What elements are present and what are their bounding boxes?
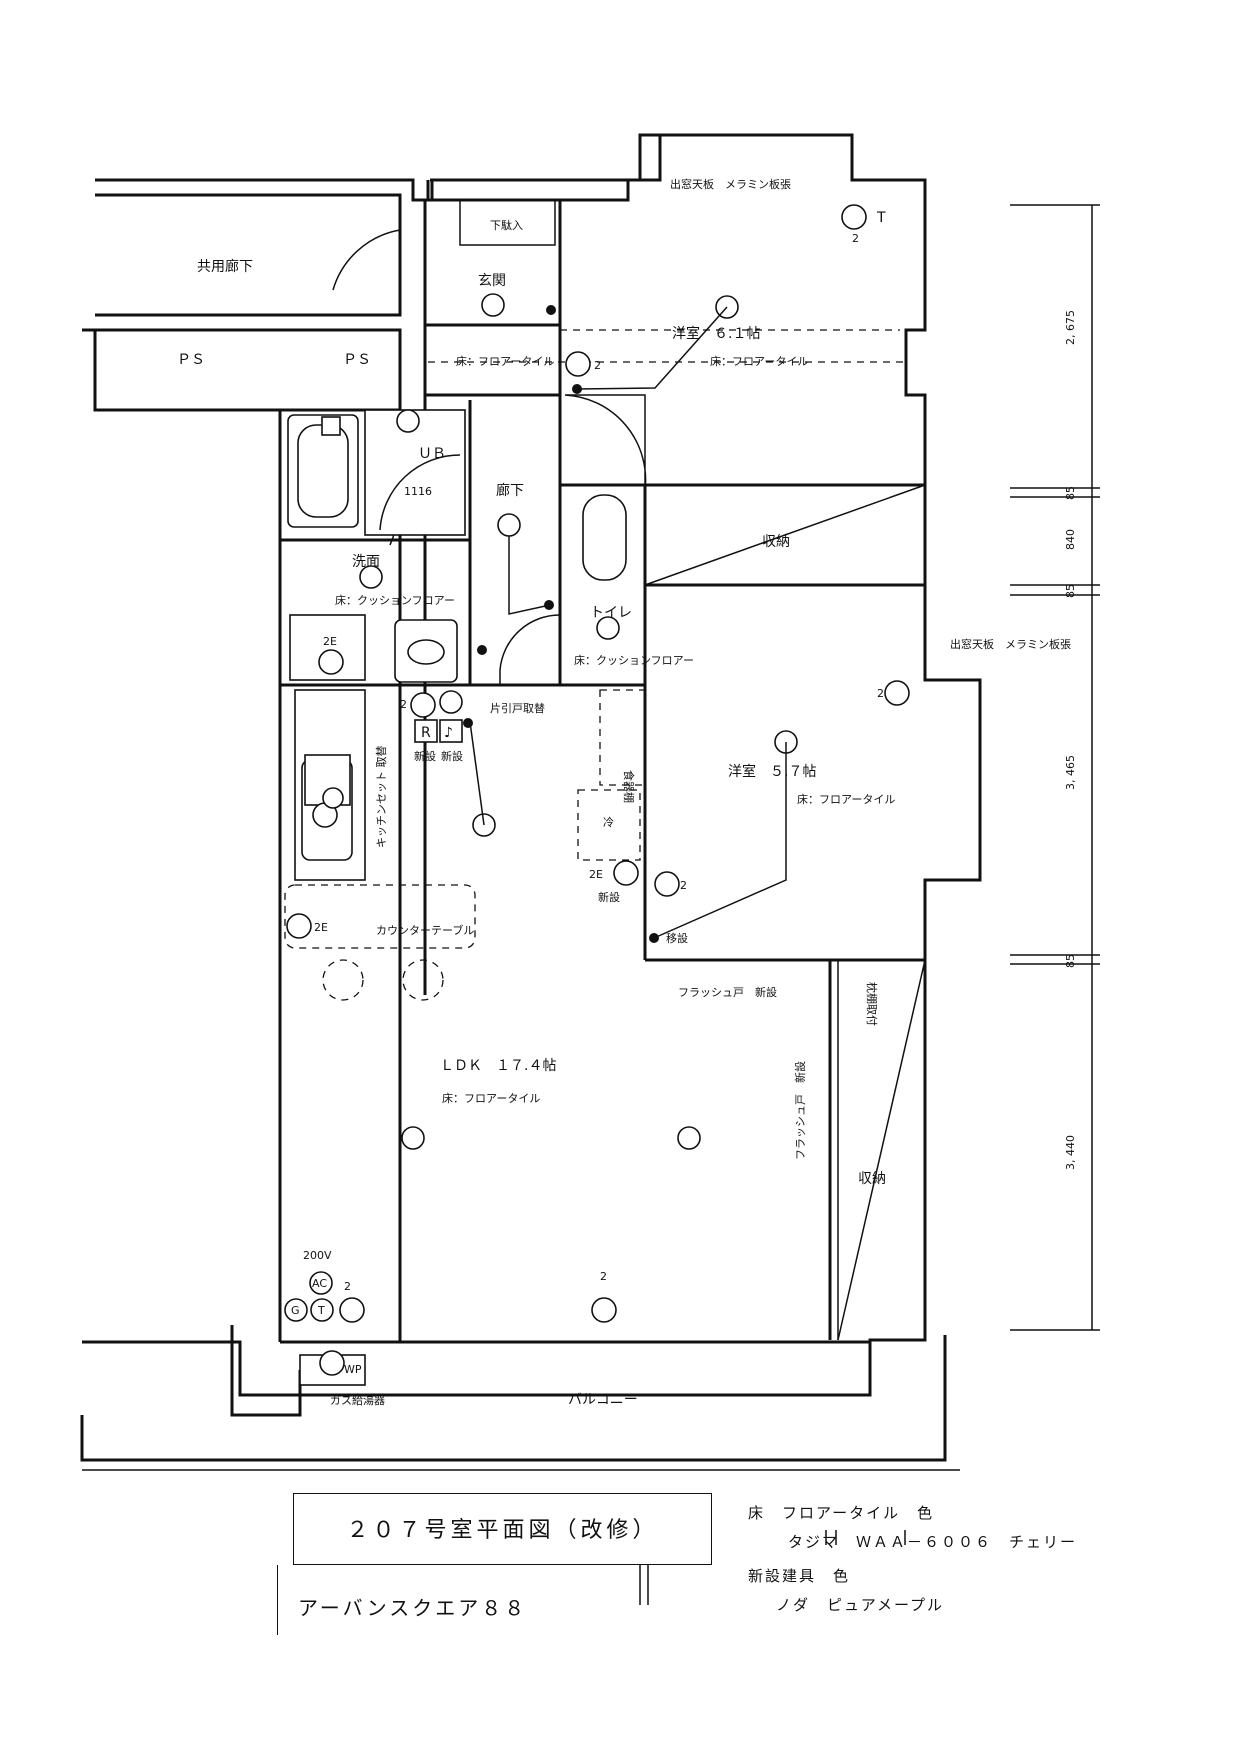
label-shuno2: 収納 xyxy=(858,1171,886,1187)
eq-note: ♪ xyxy=(444,725,453,741)
eq-wp: WP xyxy=(344,1363,362,1376)
equipment-labels: 2 T 2 2 R ♪ 新設 新設 2E 2 2E 新設 2 移設 2E 200… xyxy=(284,210,886,1376)
spec-floor-label: 床 フロアータイル 色 xyxy=(748,1504,935,1522)
room-labels: 共用廊下 ＰＳ ＰＳ 下駄入 玄関 洋室 ６.１帖 床：フロアータイル 床：フロ… xyxy=(177,177,1071,1408)
label-ldk: ＬＤＫ １７.４帖 xyxy=(440,1058,556,1074)
label-ub: ＵＢ xyxy=(418,446,446,462)
label-shuno1: 収納 xyxy=(762,534,790,550)
eq-r: R xyxy=(421,725,431,741)
dim-7: 3, 440 xyxy=(1064,1135,1077,1170)
label-genkan: 玄関 xyxy=(478,272,506,289)
plan-title: ２０７号室平面図（改修） xyxy=(346,1518,659,1543)
label-makura: 枕棚取付 xyxy=(865,982,879,1026)
eq-2-c: 2 xyxy=(400,698,407,711)
title-box: ２０７号室平面図（改修） xyxy=(293,1493,712,1565)
label-flush2: フラッシュ戸 新設 xyxy=(793,1061,807,1160)
eq-2-b: 2 xyxy=(594,359,601,372)
label-youshitsu1: 洋室 ６.１帖 xyxy=(672,325,760,342)
label-katabiki: 片引戸取替 xyxy=(490,701,545,715)
dim-2: 85 xyxy=(1064,486,1077,500)
dim-1: 2, 675 xyxy=(1064,310,1077,345)
dim-6: 85 xyxy=(1064,954,1077,968)
eq-2e-b: 2E xyxy=(589,868,603,881)
label-kitchen: キッチンセット 取替 xyxy=(374,746,388,849)
eq-g: G xyxy=(291,1304,300,1317)
label-toilet-floor: 床：クッションフロアー xyxy=(574,653,694,667)
spec-floor-value: タジマ ＷＡＡ－６００６ チェリー xyxy=(788,1533,1078,1551)
label-roka: 廊下 xyxy=(496,482,524,499)
label-ldk-floor: 床：フロアータイル xyxy=(442,1091,540,1105)
label-hall-floor: 床：フロアータイル xyxy=(456,354,554,368)
eq-2-a: 2 xyxy=(852,232,859,245)
label-shoes: 下駄入 xyxy=(490,218,523,232)
label-kyoyo-roka: 共用廊下 xyxy=(197,258,253,275)
spec-fitting-label: 新設建具 色 xyxy=(748,1567,851,1585)
eq-move: 移設 xyxy=(666,931,688,945)
eq-new-c: 新設 xyxy=(598,890,620,904)
doors xyxy=(332,229,830,1343)
eq-2-g: 2 xyxy=(600,1270,607,1283)
label-youshitsu2-floor: 床：フロアータイル xyxy=(797,792,895,806)
label-demado2: 出窓天板 メラミン板張 xyxy=(950,637,1071,651)
outlets xyxy=(286,204,910,1376)
eq-ac: AC xyxy=(312,1277,327,1290)
label-senmen-floor: 床：クッションフロアー xyxy=(335,593,455,607)
eq-2-d: 2 xyxy=(877,687,884,700)
label-senmen: 洗面 xyxy=(352,554,380,570)
label-youshitsu1-floor: 床：フロアータイル xyxy=(710,354,808,368)
label-toilet: トイレ xyxy=(590,605,632,621)
eq-t-b: T xyxy=(317,1304,325,1317)
dim-4: 85 xyxy=(1064,584,1077,598)
fixtures xyxy=(287,409,627,1386)
eq-new-b: 新設 xyxy=(441,749,463,763)
dimension-labels: 2, 675 85 840 85 3, 465 85 3, 440 xyxy=(1064,310,1077,1170)
eq-new-a: 新設 xyxy=(414,749,436,763)
eq-2e-c: 2E xyxy=(314,921,328,934)
eq-200v: 200V xyxy=(303,1249,332,1262)
building-name: アーバンスクエア８８ xyxy=(298,1596,528,1620)
label-flush1: フラッシュ戸 新設 xyxy=(678,985,777,999)
switch-dots xyxy=(463,305,659,943)
label-counter: カウンターテーブル xyxy=(376,923,474,937)
label-shokkidana: 食器棚 xyxy=(622,770,636,803)
label-ub-size: 1116 xyxy=(404,485,432,498)
label-youshitsu2: 洋室 ５.７帖 xyxy=(728,763,816,780)
dashed-lines xyxy=(284,329,905,1001)
spec-fitting-value: ノダ ピュアメープル xyxy=(776,1596,945,1614)
label-rei: 冷 xyxy=(603,816,614,829)
label-demado1: 出窓天板 メラミン板張 xyxy=(670,177,791,191)
dim-5: 3, 465 xyxy=(1064,755,1077,790)
label-ps1: ＰＳ xyxy=(177,352,205,368)
wiring-lines xyxy=(469,306,787,939)
dim-3: 840 xyxy=(1064,529,1077,550)
title-divider xyxy=(277,1565,278,1635)
label-ps2: ＰＳ xyxy=(343,352,371,368)
eq-2-e: 2 xyxy=(680,879,687,892)
eq-2e-a: 2E xyxy=(323,635,337,648)
eq-t-a: T xyxy=(876,210,886,226)
label-balcony: バルコニー xyxy=(568,1392,638,1408)
label-gas: ガス給湯器 xyxy=(330,1393,385,1407)
eq-2-f: 2 xyxy=(344,1280,351,1293)
dimension-line xyxy=(1010,204,1100,1331)
